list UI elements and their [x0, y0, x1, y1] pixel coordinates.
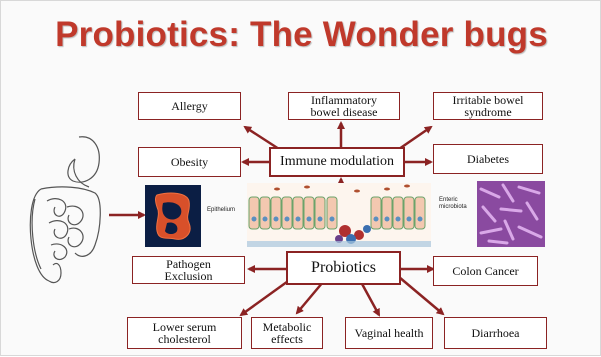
label-enteric-microbiota: Enteric microbiota [439, 197, 467, 211]
bacteria-micrograph [477, 181, 545, 247]
box-diarrhoea: Diarrhoea [444, 317, 547, 349]
box-lower-serum-cholesterol: Lower serum cholesterol [127, 317, 242, 349]
box-metabolic-effects: Metabolic effects [251, 317, 323, 349]
label-ibs-line2: syndrome [464, 106, 511, 118]
box-ibd: Inflammatory bowel disease [288, 92, 400, 120]
label-vaginal-health: Vaginal health [355, 327, 424, 339]
intestine-drawing [21, 129, 109, 289]
arrow-to-ibs [399, 127, 431, 149]
label-serum-line2: cholesterol [158, 333, 211, 345]
label-colon-cancer: Colon Cancer [452, 265, 518, 277]
box-obesity: Obesity [138, 147, 241, 177]
label-enteric-line1: Enteric [439, 197, 467, 204]
box-pathogen-exclusion: Pathogen Exclusion [132, 256, 245, 284]
box-probiotics: Probiotics [286, 251, 401, 285]
label-epithelium: Epithelium [207, 207, 235, 214]
label-ibd-line2: bowel disease [311, 106, 378, 118]
label-obesity: Obesity [171, 156, 208, 168]
label-probiotics: Probiotics [311, 262, 376, 274]
label-pathogen-line2: Exclusion [165, 270, 213, 282]
box-diabetes: Diabetes [433, 144, 543, 174]
box-vaginal-health: Vaginal health [345, 317, 433, 349]
label-diarrhoea: Diarrhoea [472, 327, 520, 339]
arrow-to-vaginal [361, 282, 379, 315]
arrow-to-allergy [245, 127, 279, 149]
label-metabolic-line2: effects [271, 333, 303, 345]
arrow-to-serum [241, 279, 291, 315]
box-ibs: Irritable bowel syndrome [433, 92, 543, 120]
label-diabetes: Diabetes [467, 153, 509, 165]
arrow-to-metabolic [297, 282, 323, 313]
label-immune-modulation: Immune modulation [280, 156, 394, 168]
label-enteric-line2: microbiota [439, 204, 467, 211]
box-colon-cancer: Colon Cancer [433, 256, 538, 286]
box-immune-modulation: Immune modulation [269, 147, 405, 177]
epithelium-illustration [247, 183, 431, 247]
colon-scan-image [145, 185, 201, 247]
label-allergy: Allergy [171, 100, 207, 112]
box-allergy: Allergy [138, 92, 241, 120]
